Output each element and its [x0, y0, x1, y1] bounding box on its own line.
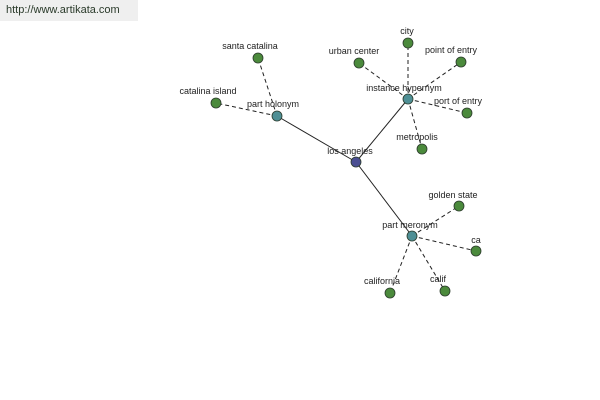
edge-part-holonym-santa-catalina: [257, 57, 278, 117]
node-part-meronym[interactable]: [406, 230, 418, 242]
edge-part-holonym-catalina-island: [215, 102, 278, 117]
edge-los-angeles-instance-hypernym: [355, 98, 409, 163]
node-point-of-entry-2[interactable]: [461, 107, 473, 119]
edge-instance-hypernym-urban-center: [358, 62, 409, 100]
edge-part-meronym-calif: [411, 235, 446, 292]
node-instance-hypernym[interactable]: [402, 93, 414, 105]
label-part-meronym: part meronym: [382, 220, 438, 230]
label-point-of-entry-1: point of entry: [425, 45, 478, 55]
node-calif[interactable]: [439, 285, 451, 297]
label-ca: ca: [471, 235, 481, 245]
edge-instance-hypernym-point-of-entry-1: [407, 61, 462, 100]
label-golden-state: golden state: [428, 190, 477, 200]
node-metropolis[interactable]: [416, 143, 428, 155]
node-los-angeles[interactable]: [350, 156, 362, 168]
edge-instance-hypernym-metropolis: [407, 98, 423, 150]
edge-los-angeles-part-meronym: [355, 161, 413, 237]
label-los-angeles: los angeles: [327, 146, 373, 156]
edge-part-meronym-golden-state: [411, 205, 460, 237]
url-banner[interactable]: http://www.artikata.com: [0, 0, 138, 21]
node-point-of-entry-1[interactable]: [455, 56, 467, 68]
node-city[interactable]: [402, 37, 414, 49]
label-urban-center: urban center: [329, 46, 380, 56]
label-santa-catalina: santa catalina: [222, 41, 278, 51]
label-point-of-entry-2: port of entry: [434, 96, 483, 106]
edge-part-meronym-ca: [411, 235, 477, 252]
label-metropolis: metropolis: [396, 132, 438, 142]
label-california: california: [364, 276, 400, 286]
node-golden-state[interactable]: [453, 200, 465, 212]
node-part-holonym[interactable]: [271, 110, 283, 122]
graph-nodes: [210, 37, 482, 299]
graph-edges: [215, 43, 477, 294]
label-calif: calif: [430, 274, 447, 284]
node-urban-center[interactable]: [353, 57, 365, 69]
node-santa-catalina[interactable]: [252, 52, 264, 64]
label-instance-hypernym: instance hypernym: [366, 83, 442, 93]
node-california[interactable]: [384, 287, 396, 299]
label-city: city: [400, 26, 414, 36]
label-part-holonym: part holonym: [247, 99, 299, 109]
label-catalina-island: catalina island: [179, 86, 236, 96]
node-ca[interactable]: [470, 245, 482, 257]
edge-part-meronym-california: [389, 235, 413, 294]
graph-labels: los angeles part holonym instance hypernym…: [179, 26, 482, 286]
edge-instance-hypernym-point-of-entry-2: [407, 98, 468, 114]
node-catalina-island[interactable]: [210, 97, 222, 109]
edge-los-angeles-part-holonym: [276, 115, 357, 163]
